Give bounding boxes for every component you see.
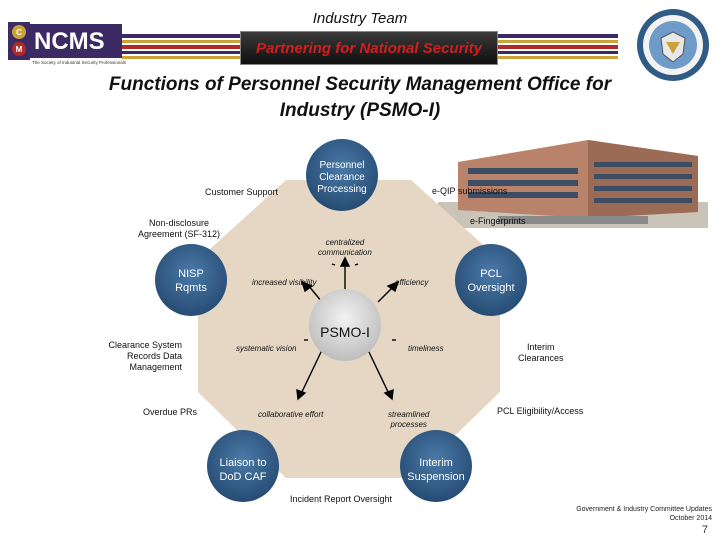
- label-e-fingerprints: e-Fingerprints: [470, 216, 526, 226]
- svg-text:C: C: [16, 28, 22, 37]
- partnering-banner: Partnering for National Security: [240, 31, 498, 65]
- label-centralized-line-2: communication: [318, 248, 372, 257]
- ncms-logo-graphic: C M: [8, 22, 122, 60]
- label-pcl-eligibility: PCL Eligibility/Access: [497, 406, 584, 416]
- node-top-line-2: Clearance: [319, 172, 365, 183]
- center-label: PSMO-I: [320, 324, 370, 340]
- label-systematic-vision: systematic vision: [236, 344, 297, 353]
- node-liaison-dod-caf: [207, 430, 279, 502]
- team-label: Industry Team: [312, 10, 408, 27]
- logo-tagline: The Society of Industrial Security Profe…: [32, 60, 127, 65]
- label-streamlined-line-1: streamlined: [388, 410, 430, 419]
- label-streamlined-line-2: processes: [390, 420, 427, 429]
- label-eqip-submissions: e-QIP submissions: [432, 186, 508, 196]
- ncms-logo: C M NCMS The Society of Industrial Secur…: [8, 22, 127, 68]
- node-bottom-right-line-2: Suspension: [407, 471, 465, 483]
- node-bottom-left-line-2: DoD CAF: [219, 471, 266, 483]
- title-line-1: Functions of Personnel Security Manageme…: [108, 74, 612, 95]
- label-interim-line-2: Clearances: [518, 353, 564, 363]
- label-efficiency: efficiency: [395, 278, 429, 287]
- label-timeliness: timeliness: [408, 344, 444, 353]
- label-csrdm-line-1: Clearance System: [108, 340, 182, 350]
- title-line-2: Industry (PSMO-I): [279, 100, 441, 121]
- footer-line-1: Government & Industry Committee Updates: [576, 506, 712, 513]
- label-interim-line-1: Interim: [527, 342, 555, 352]
- spoke-arrows: [296, 256, 400, 401]
- node-nisp-rqmts: [155, 244, 227, 316]
- label-clearance-system: Clearance System Records Data Management: [108, 340, 182, 373]
- label-non-disclosure-line-2: Agreement (SF-312): [138, 229, 221, 239]
- label-non-disclosure: Non-disclosure Agreement (SF-312): [138, 218, 220, 240]
- label-incident-report: Incident Report Oversight: [290, 494, 393, 504]
- label-overdue-prs: Overdue PRs: [143, 407, 198, 417]
- node-bottom-left-line-1: Liaison to: [219, 457, 266, 469]
- office-building-image: [438, 132, 708, 228]
- label-centralized-communication: centralized communication: [318, 238, 372, 258]
- node-right-line-2: Oversight: [467, 282, 514, 294]
- label-customer-support: Customer Support: [205, 187, 279, 197]
- node-personnel-clearance: [306, 139, 378, 211]
- label-csrdm-line-2: Records Data: [126, 351, 182, 361]
- node-pcl-oversight: [455, 244, 527, 316]
- node-top-line-3: Processing: [317, 184, 366, 195]
- label-csrdm-line-3: Management: [129, 362, 182, 372]
- svg-text:M: M: [16, 45, 23, 54]
- node-bottom-right-line-1: Interim: [419, 457, 453, 469]
- dod-seal-icon: [637, 9, 709, 81]
- node-top-line-1: Personnel: [319, 160, 364, 171]
- page-title: Functions of Personnel Security Manageme…: [70, 72, 650, 124]
- logo-text: NCMS: [34, 28, 105, 55]
- label-streamlined-processes: streamlined processes: [388, 410, 429, 430]
- node-right-line-1: PCL: [480, 268, 501, 280]
- footer-line-2: October 2014: [669, 515, 712, 522]
- label-increased-visibility: increased visibility: [252, 278, 317, 287]
- label-collaborative-effort: collaborative effort: [258, 410, 324, 419]
- node-left-line-2: Rqmts: [175, 282, 207, 294]
- footer-note: Government & Industry Committee Updates …: [576, 505, 712, 523]
- node-left-line-1: NISP: [178, 268, 204, 280]
- page-number: 7: [701, 524, 708, 536]
- node-psmo-i-center: [309, 289, 381, 361]
- label-interim-clearances: Interim Clearances: [518, 342, 564, 364]
- label-centralized-line-1: centralized: [325, 238, 365, 247]
- node-interim-suspension: [400, 430, 472, 502]
- label-non-disclosure-line-1: Non-disclosure: [149, 218, 210, 228]
